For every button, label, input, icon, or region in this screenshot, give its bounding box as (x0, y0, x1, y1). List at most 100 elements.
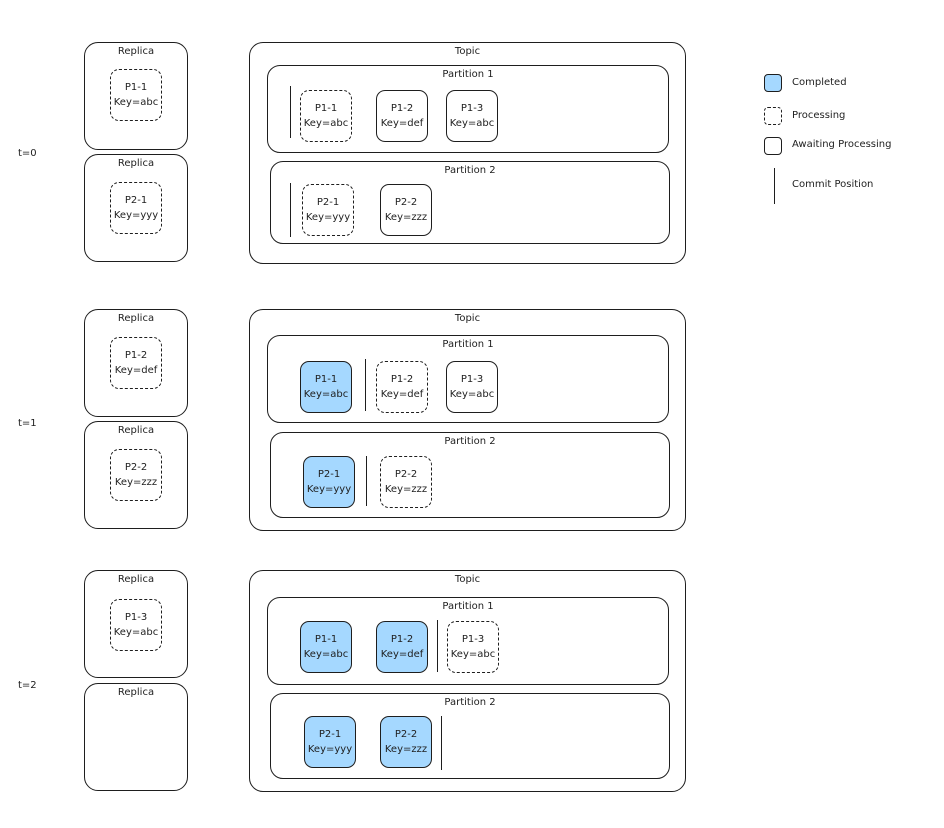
commit-position (365, 359, 366, 411)
message-id: P1-3 (460, 103, 484, 114)
message-p1-1: P1-1 Key=abc (300, 90, 352, 142)
partition-title: Partition 1 (442, 339, 494, 350)
message-p2-2: P2-2 Key=zzz (380, 456, 432, 508)
commit-position (290, 183, 291, 237)
message-p1-1: P1-1 Key=abc (300, 361, 352, 413)
message-key: Key=zzz (384, 744, 428, 755)
message-id: P2-1 (318, 729, 342, 740)
time-label-t2: t=2 (18, 680, 37, 691)
replica-title: Replica (117, 313, 155, 324)
message-p2-2: P2-2 Key=zzz (380, 184, 432, 236)
commit-position (290, 86, 291, 138)
replica-1: Replica P1-1 Key=abc (84, 42, 188, 150)
message-key: Key=yyy (305, 212, 351, 223)
message-id: P2-1 (317, 469, 341, 480)
legend-commit-label: Commit Position (792, 179, 874, 190)
message-id: P2-2 (124, 462, 148, 473)
partition-1: Partition 1 (267, 335, 669, 423)
time-label-t0: t=0 (18, 148, 37, 159)
partition-2: Partition 2 (270, 693, 670, 779)
message-key: Key=zzz (384, 212, 428, 223)
legend-awaiting-label: Awaiting Processing (792, 139, 892, 150)
replica-2: Replica (84, 683, 188, 791)
replica-title: Replica (117, 687, 155, 698)
message-key: Key=abc (113, 627, 159, 638)
message-key: Key=abc (449, 118, 495, 129)
message-p2-1: P2-1 Key=yyy (302, 184, 354, 236)
legend-processing-label: Processing (792, 110, 846, 121)
replica-2: Replica P2-2 Key=zzz (84, 421, 188, 529)
replica-1: Replica P1-3 Key=abc (84, 570, 188, 678)
message-key: Key=abc (449, 389, 495, 400)
message-key: Key=def (114, 365, 158, 376)
topic: Topic (249, 42, 686, 264)
topic-title: Topic (454, 313, 481, 324)
message-id: P1-2 (124, 350, 148, 361)
replica-1: Replica P1-2 Key=def (84, 309, 188, 417)
message-p2-2: P2-2 Key=zzz (380, 716, 432, 768)
message-p1-2: P1-2 Key=def (376, 621, 428, 673)
message-id: P1-1 (314, 374, 338, 385)
time-label-t1: t=1 (18, 418, 37, 429)
message-key: Key=abc (303, 389, 349, 400)
replica-title: Replica (117, 46, 155, 57)
message-p1-3: P1-3 Key=abc (446, 90, 498, 142)
message-id: P1-2 (390, 103, 414, 114)
message-id: P1-3 (460, 374, 484, 385)
message-p2-2: P2-2 Key=zzz (110, 449, 162, 501)
message-key: Key=zzz (384, 484, 428, 495)
message-key: Key=abc (303, 118, 349, 129)
message-p1-3: P1-3 Key=abc (447, 621, 499, 673)
message-key: Key=def (380, 118, 424, 129)
message-id: P1-1 (314, 103, 338, 114)
message-key: Key=yyy (306, 484, 352, 495)
legend-awaiting-swatch (764, 137, 782, 155)
message-key: Key=abc (450, 649, 496, 660)
message-key: Key=zzz (114, 477, 158, 488)
commit-position (441, 716, 442, 770)
message-p1-2: P1-2 Key=def (376, 90, 428, 142)
message-p2-1: P2-1 Key=yyy (110, 182, 162, 234)
commit-position (437, 620, 438, 672)
partition-1: Partition 1 (267, 65, 669, 153)
replica-title: Replica (117, 574, 155, 585)
legend-completed-swatch (764, 74, 782, 92)
message-p2-1: P2-1 Key=yyy (303, 456, 355, 508)
message-id: P1-3 (124, 612, 148, 623)
legend-commit-line (774, 168, 775, 204)
message-p1-3: P1-3 Key=abc (446, 361, 498, 413)
message-id: P1-3 (461, 634, 485, 645)
message-id: P2-2 (394, 197, 418, 208)
replica-title: Replica (117, 158, 155, 169)
message-key: Key=def (380, 649, 424, 660)
message-id: P1-2 (390, 374, 414, 385)
message-key: Key=yyy (113, 210, 159, 221)
message-id: P2-1 (316, 197, 340, 208)
message-key: Key=abc (303, 649, 349, 660)
message-p1-1: P1-1 Key=abc (300, 621, 352, 673)
commit-position (366, 456, 367, 506)
message-id: P2-2 (394, 469, 418, 480)
message-id: P1-2 (390, 634, 414, 645)
topic-title: Topic (454, 574, 481, 585)
message-p1-1: P1-1 Key=abc (110, 69, 162, 121)
message-p1-3: P1-3 Key=abc (110, 599, 162, 651)
message-id: P2-1 (124, 195, 148, 206)
partition-title: Partition 2 (444, 697, 496, 708)
partition-title: Partition 1 (442, 601, 494, 612)
legend-processing-swatch (764, 107, 782, 125)
replica-title: Replica (117, 425, 155, 436)
message-id: P2-2 (394, 729, 418, 740)
partition-title: Partition 2 (444, 436, 496, 447)
message-key: Key=yyy (307, 744, 353, 755)
message-key: Key=def (380, 389, 424, 400)
legend-completed-label: Completed (792, 77, 847, 88)
topic: Topic (249, 570, 686, 792)
message-key: Key=abc (113, 97, 159, 108)
partition-2: Partition 2 (270, 161, 670, 244)
partition-2: Partition 2 (270, 432, 670, 518)
message-id: P1-1 (314, 634, 338, 645)
partition-title: Partition 2 (444, 165, 496, 176)
topic: Topic (249, 309, 686, 531)
topic-title: Topic (454, 46, 481, 57)
